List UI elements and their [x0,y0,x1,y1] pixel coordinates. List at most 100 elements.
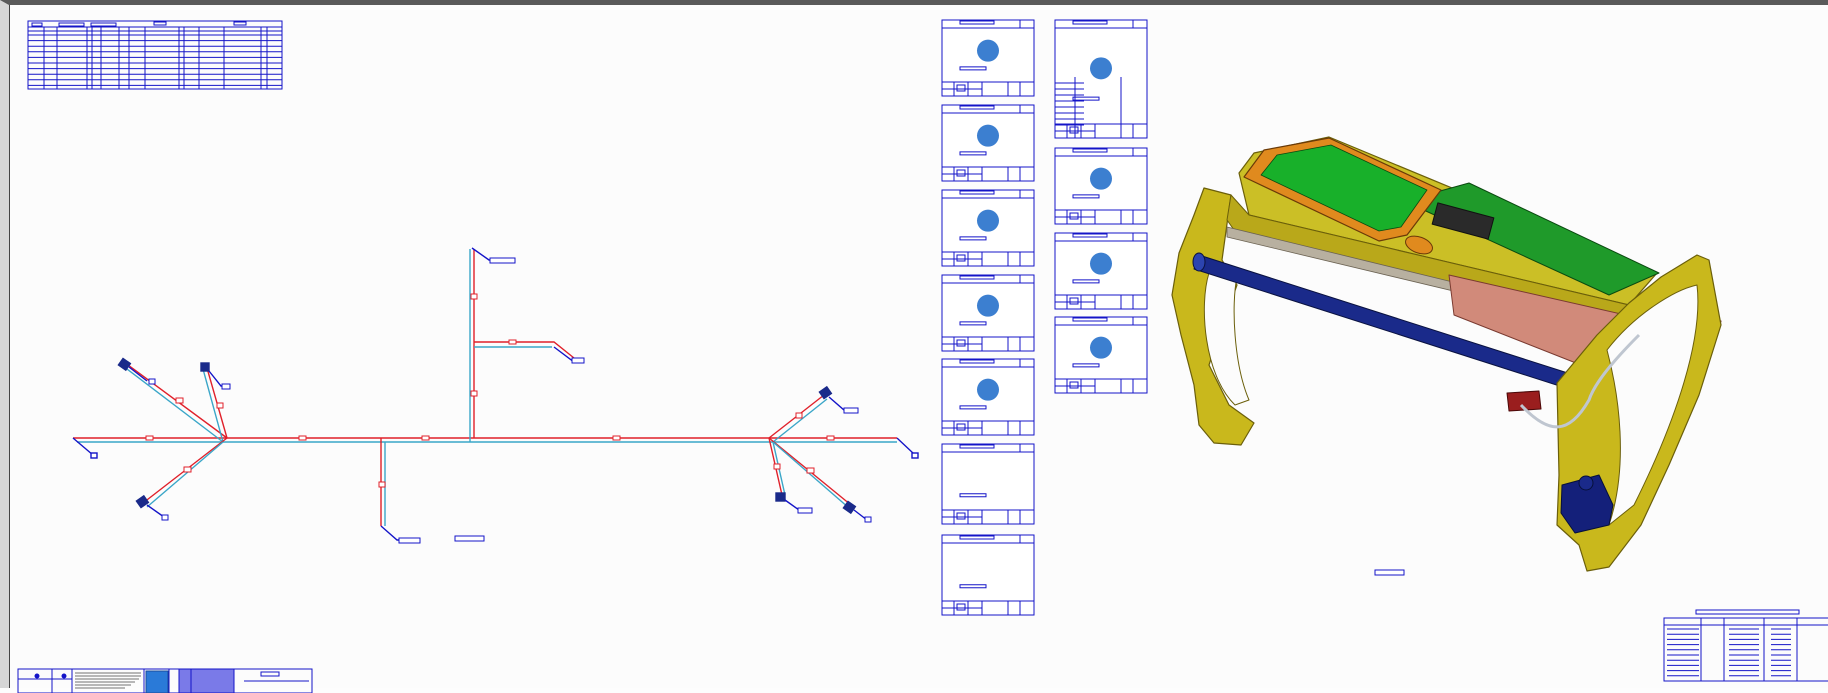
left-upper-lead [128,366,148,382]
card-title-cell [1072,317,1108,322]
bom-header-cell [153,21,167,26]
branch-left-lower-cyan [146,441,224,508]
right-upper-connector [818,385,833,400]
card-bubble-icon [1090,252,1112,275]
bom-header-cell [58,22,85,27]
red-block [1506,390,1542,412]
card-footer-cell [956,339,966,347]
left-end-lead [72,437,94,456]
card-footer-cell [1069,212,1079,220]
wire-label-markers [145,293,835,488]
card-frame [941,443,1035,525]
left-lower-connector [135,494,150,509]
card-title-cell [1072,148,1108,153]
card-label-cell [959,321,987,326]
card-title-cell [959,444,995,449]
sheet-border [9,5,1828,688]
card-bubble-icon [977,209,999,232]
card-title-cell [959,190,995,195]
riser-side-red [474,341,575,359]
card-bubble-icon [977,124,999,147]
blue-tube-cap [1192,252,1206,272]
card-title-cell [959,20,995,25]
left-upper-connector [117,357,132,372]
title-fill-block [178,668,235,693]
card-footer-cell [1069,381,1079,389]
card-title-cell [959,359,995,364]
card-footer-cell [1069,126,1079,134]
card-label-cell [959,236,987,241]
card-label-cell [959,405,987,410]
white-cable [1519,333,1641,429]
card-footer-cell [956,423,966,431]
card-bubble-icon [1090,336,1112,359]
connector-card-a5 [941,358,1035,436]
card-bubble-icon [977,378,999,401]
card-label-cell [1072,96,1100,101]
pcb-board-green [1260,144,1428,232]
left-end-terminal [90,452,98,459]
terminal-tags [148,257,1405,576]
card-label-cell [959,66,987,71]
card-bubble-icon [977,39,999,62]
card-footer-cell [1069,297,1079,305]
model-3d-view [1171,136,1722,572]
navy-pump [1560,474,1614,534]
left-mid-connector [200,362,210,372]
connector-card-a4 [941,274,1035,352]
right-end-lead [896,437,915,455]
branch-right-lower-cyan [772,441,850,509]
card-title-cell [1072,233,1108,238]
card-label-cell [959,493,987,498]
connector-card-a3 [941,189,1035,267]
left-lower-lead [146,504,165,518]
card-title-cell [959,535,995,540]
card-bubble-icon [977,294,999,317]
connector-card-a6 [941,443,1035,525]
harness-wiring-diagram [72,247,1405,576]
card-footer-cell [956,254,966,262]
branch-left-upper-cyan [126,368,224,443]
right-end-terminal [911,452,919,459]
virtual-logo-icon [145,670,169,693]
card-footer-cell [956,169,966,177]
card-label-cell [1072,194,1100,199]
card-label-cell [1072,279,1100,284]
card-title-cell [959,105,995,110]
connector-card-a2 [941,104,1035,182]
pump-knob [1578,475,1594,491]
connector-card-a7 [941,534,1035,616]
bottom-right-table [1663,609,1828,682]
card-label-cell [959,584,987,589]
right-lower-connector [842,500,857,515]
title-block [17,668,313,693]
bom-header-cell [233,21,247,26]
card-title-cell [1072,20,1108,25]
title-stripes [75,672,141,689]
right-mid-connector [775,492,786,502]
connector-card-b2 [1054,147,1148,225]
branch-right-upper-cyan [772,398,828,443]
card-label-cell [1072,363,1100,368]
connector-card-b1 [1054,19,1148,139]
card-frame [941,534,1035,616]
card-bubble-icon [1090,167,1112,190]
connector-cards [941,19,1148,616]
branch-left-mid-cyan [202,368,224,443]
orange-fitting-left [1405,235,1433,255]
card-bubble-icon [1090,57,1112,80]
left-frame-cutout [1203,272,1250,406]
card-title-cell [959,275,995,280]
dark-connector-block [1431,202,1495,240]
drawing-canvas [17,19,1828,693]
bom-header-cell [90,22,117,27]
top-left-bom-table [27,20,283,90]
card-footer-cell [956,84,966,92]
card-footer-cell [956,603,966,611]
connector-card-a1 [941,19,1035,97]
connector-card-b4 [1054,316,1148,394]
connector-card-b3 [1054,232,1148,310]
card-footer-cell [956,512,966,520]
card-label-cell [959,151,987,156]
